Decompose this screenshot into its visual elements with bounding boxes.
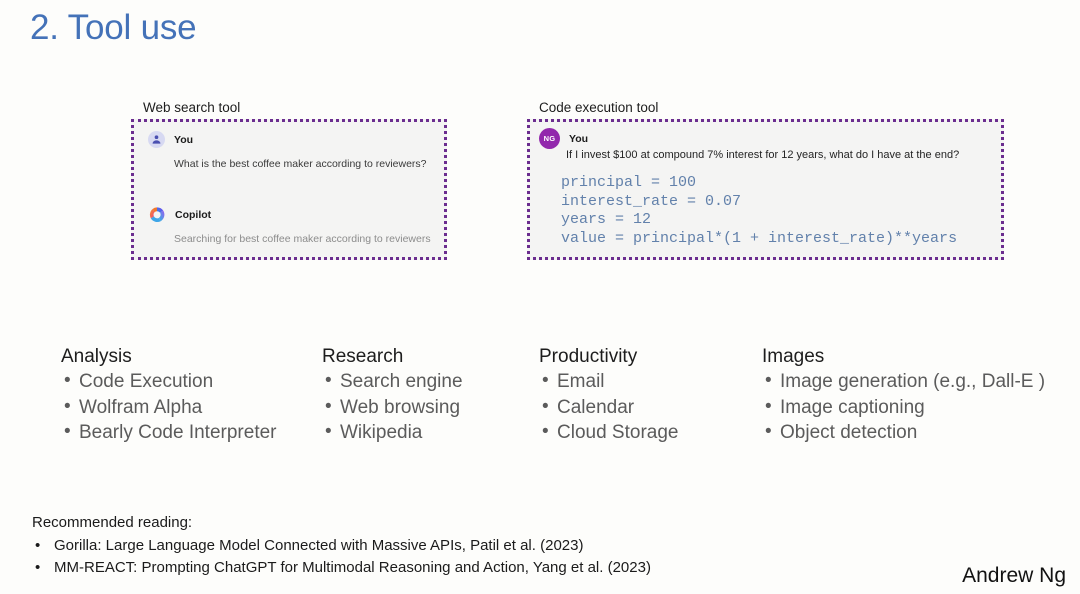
list-item: Object detection bbox=[762, 419, 1045, 446]
page-title: 2. Tool use bbox=[30, 8, 197, 47]
list-item: Wolfram Alpha bbox=[61, 394, 277, 421]
person-avatar-icon bbox=[148, 131, 165, 148]
author-signature: Andrew Ng bbox=[962, 564, 1066, 587]
message-text-assistant: Searching for best coffee maker accordin… bbox=[174, 233, 431, 245]
recommended-reading-list: Gorilla: Large Language Model Connected … bbox=[32, 535, 651, 579]
category-column-research: Research Search engine Web browsing Wiki… bbox=[322, 346, 463, 446]
web-search-tool-block: Web search tool You What is the best cof… bbox=[131, 100, 447, 260]
message-author-name: You bbox=[174, 133, 194, 146]
list-item: Cloud Storage bbox=[539, 419, 678, 446]
recommended-reading-section: Recommended reading: Gorilla: Large Lang… bbox=[32, 512, 651, 579]
category-list: Search engine Web browsing Wikipedia bbox=[322, 368, 463, 446]
message-header-you: You bbox=[148, 131, 193, 148]
list-item: Gorilla: Large Language Model Connected … bbox=[32, 535, 651, 557]
message-author-name: Copilot bbox=[175, 209, 212, 221]
message-author-name: You bbox=[569, 132, 589, 145]
category-list: Image generation (e.g., Dall-E ) Image c… bbox=[762, 368, 1045, 446]
message-header-you: NG You bbox=[539, 128, 588, 149]
category-column-images: Images Image generation (e.g., Dall-E ) … bbox=[762, 346, 1045, 446]
list-item: Bearly Code Interpreter bbox=[61, 419, 277, 446]
code-execution-tool-block: Code execution tool NG You If I invest $… bbox=[527, 100, 1004, 260]
copilot-icon bbox=[148, 206, 166, 224]
category-title: Research bbox=[322, 346, 404, 367]
list-item: Calendar bbox=[539, 394, 678, 421]
list-item: Image generation (e.g., Dall-E ) bbox=[762, 368, 1045, 395]
list-item: Email bbox=[539, 368, 678, 395]
recommended-reading-label: Recommended reading: bbox=[32, 514, 193, 531]
code-execution-tool-card: NG You If I invest $100 at compound 7% i… bbox=[527, 119, 1004, 260]
category-column-productivity: Productivity Email Calendar Cloud Storag… bbox=[539, 346, 678, 446]
category-title: Analysis bbox=[61, 346, 132, 367]
code-execution-tool-caption: Code execution tool bbox=[539, 100, 659, 115]
category-list: Email Calendar Cloud Storage bbox=[539, 368, 678, 446]
message-header-copilot: Copilot bbox=[148, 206, 211, 224]
list-item: Search engine bbox=[322, 368, 463, 395]
list-item: MM-REACT: Prompting ChatGPT for Multimod… bbox=[32, 557, 651, 579]
category-column-analysis: Analysis Code Execution Wolfram Alpha Be… bbox=[61, 346, 277, 446]
category-title: Images bbox=[762, 346, 825, 367]
category-title: Productivity bbox=[539, 346, 638, 367]
message-text-user: If I invest $100 at compound 7% interest… bbox=[566, 149, 960, 161]
list-item: Code Execution bbox=[61, 368, 277, 395]
web-search-tool-caption: Web search tool bbox=[143, 100, 241, 115]
initials-avatar-icon: NG bbox=[539, 128, 560, 149]
code-snippet: principal = 100 interest_rate = 0.07 yea… bbox=[561, 174, 958, 247]
list-item: Web browsing bbox=[322, 394, 463, 421]
list-item: Image captioning bbox=[762, 394, 1045, 421]
message-text-user: What is the best coffee maker according … bbox=[174, 158, 427, 170]
category-list: Code Execution Wolfram Alpha Bearly Code… bbox=[61, 368, 277, 446]
web-search-tool-card: You What is the best coffee maker accord… bbox=[131, 119, 447, 260]
list-item: Wikipedia bbox=[322, 419, 463, 446]
